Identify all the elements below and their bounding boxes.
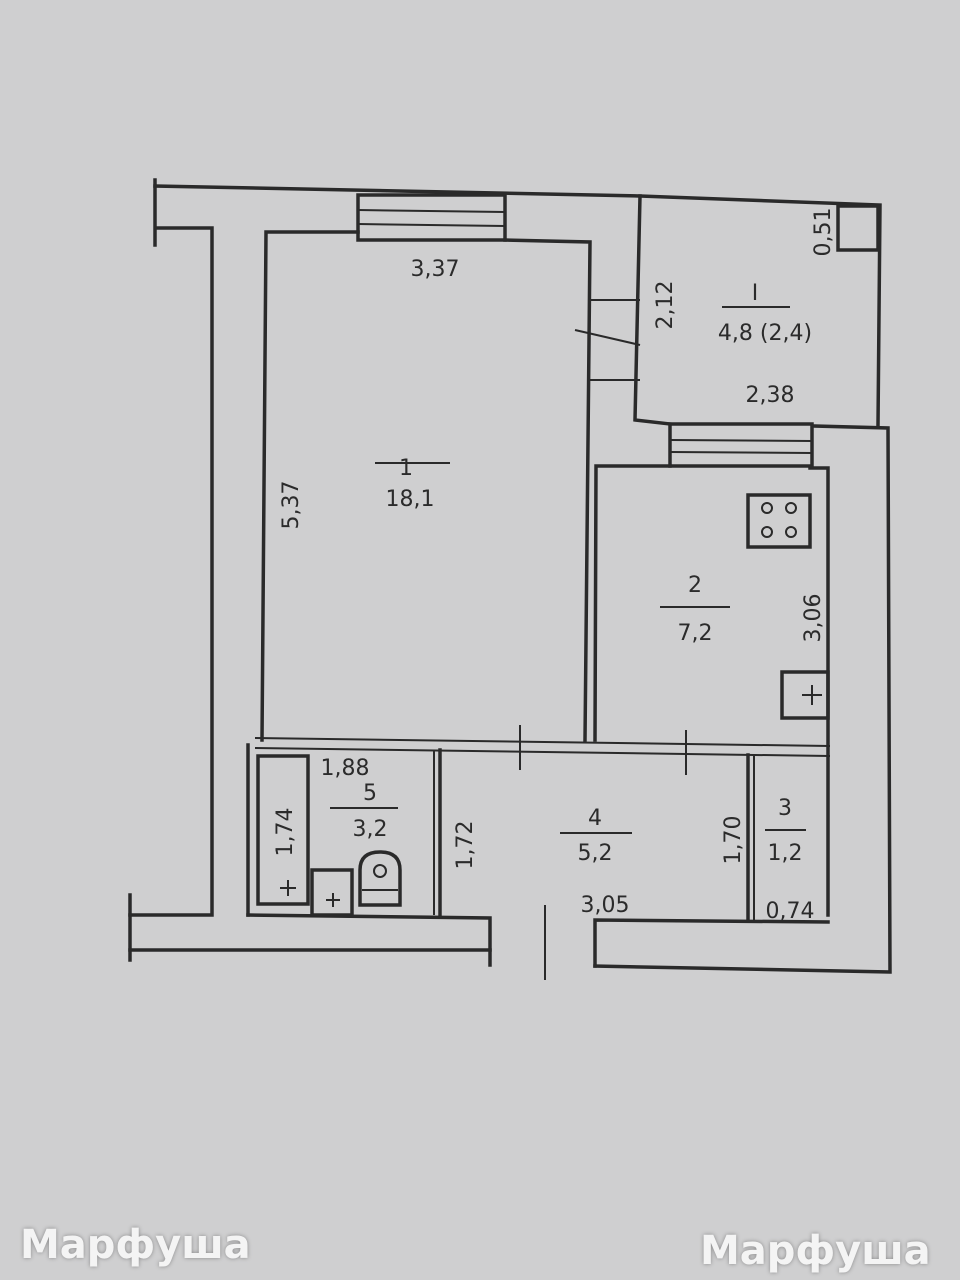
bath-sink-icon xyxy=(310,868,354,917)
room-5-area: 3,2 xyxy=(353,817,388,842)
dim-balcony-height: 2,12 xyxy=(653,281,678,330)
bathtub-icon xyxy=(256,754,310,906)
watermark-right: Марфуша xyxy=(700,1228,931,1274)
dim-hall-width: 3,05 xyxy=(581,893,630,918)
room-1-number: 1 xyxy=(399,456,413,481)
balcony-door-column xyxy=(590,299,640,381)
dim-bath-width: 1,88 xyxy=(321,756,370,781)
room-5-number: 5 xyxy=(363,781,377,806)
balcony-area: 4,8 (2,4) xyxy=(718,321,812,346)
room-2-area: 7,2 xyxy=(678,621,713,646)
stove-icon xyxy=(746,493,812,549)
kitchen-sink-icon xyxy=(780,670,830,720)
room-3-area: 1,2 xyxy=(768,841,803,866)
dim-balcony-niche: 0,51 xyxy=(811,208,836,257)
room-3-number: 3 xyxy=(778,796,792,821)
dim-kitchen-length: 3,06 xyxy=(801,594,826,643)
dim-room1-width: 3,37 xyxy=(411,257,460,282)
dim-closet-width: 0,74 xyxy=(766,899,815,924)
corridor-partition xyxy=(254,329,831,980)
room-labels: 1 18,1 2 7,2 3 1,2 4 5,2 5 3,2 I 4,8 (2,… xyxy=(330,281,812,866)
dim-closet-depth: 1,70 xyxy=(721,816,746,865)
room-4-number: 4 xyxy=(588,806,602,831)
room-4-area: 5,2 xyxy=(578,841,613,866)
dimension-labels: 3,37 5,37 2,12 2,38 0,51 3,06 1,88 1,74 … xyxy=(273,208,836,924)
watermark-left: Марфуша xyxy=(20,1222,251,1268)
window-kitchen[interactable] xyxy=(668,422,814,468)
dim-bath-length: 1,74 xyxy=(273,808,298,857)
dim-balcony-width: 2,38 xyxy=(746,383,795,408)
balcony-number: I xyxy=(752,281,759,306)
toilet-icon xyxy=(358,850,402,907)
dim-room1-length: 5,37 xyxy=(279,481,304,530)
room-1-area: 18,1 xyxy=(386,487,435,512)
dim-hall-depth: 1,72 xyxy=(453,821,478,870)
room-2-number: 2 xyxy=(688,573,702,598)
balcony-niche xyxy=(836,204,880,252)
window-top[interactable] xyxy=(356,193,507,242)
